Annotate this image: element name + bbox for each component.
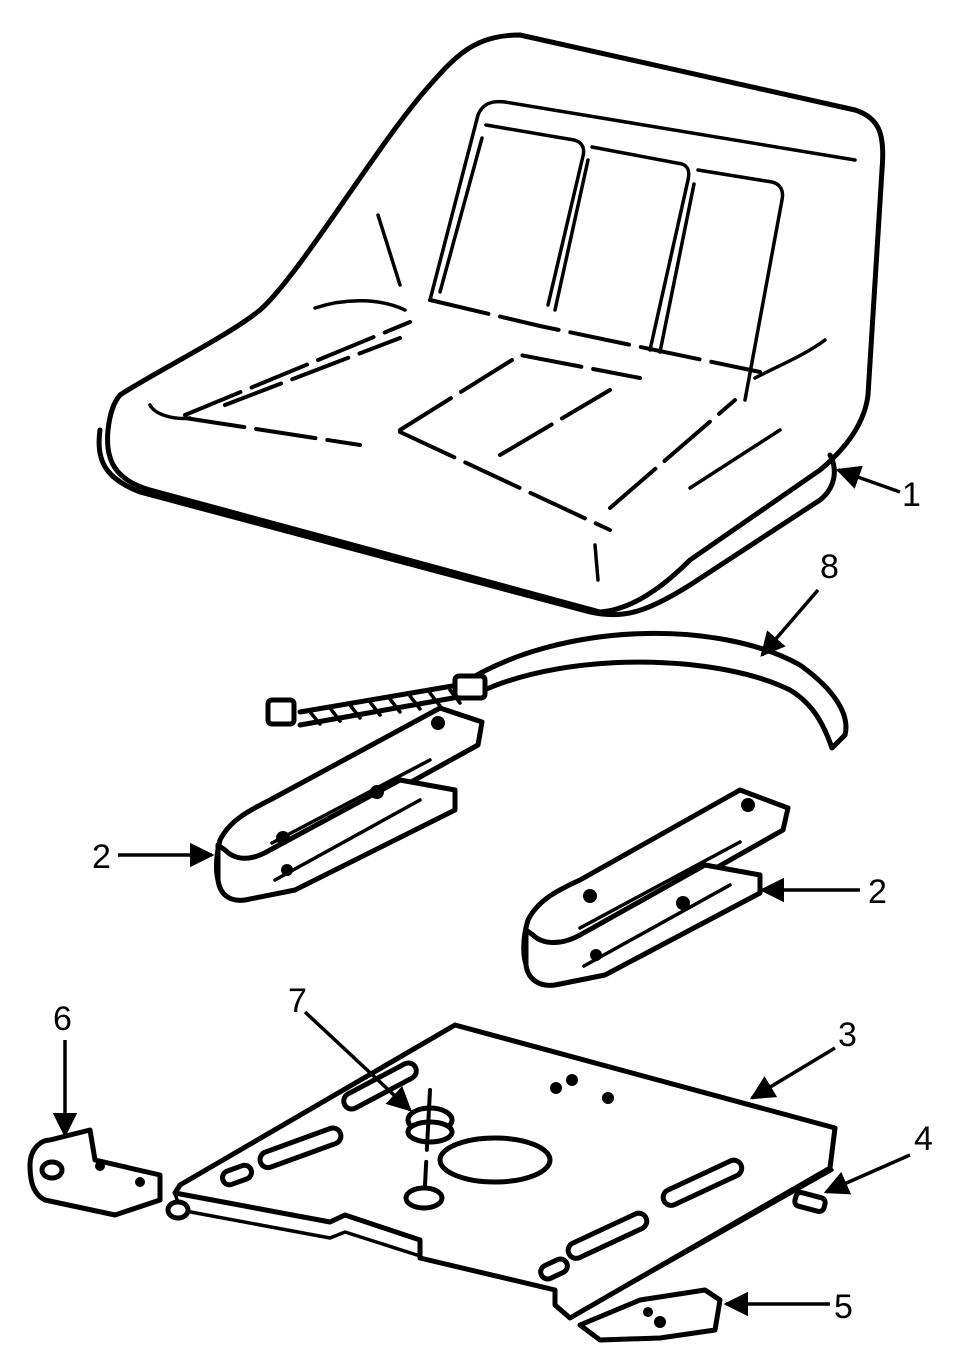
callout-label-3: 3 <box>838 1016 857 1054</box>
callout-label-5: 5 <box>834 1288 853 1326</box>
seat-base-plate <box>172 1022 838 1321</box>
grommet <box>403 1088 455 1211</box>
callout-labels: 1 8 2 2 3 4 5 6 7 <box>53 476 933 1326</box>
callout-label-7: 7 <box>288 982 307 1020</box>
callout-label-4: 4 <box>914 1120 933 1158</box>
callout-leaders <box>52 465 911 1317</box>
leader-8 <box>760 588 820 657</box>
latch-pin <box>792 1189 828 1215</box>
seat-spring-left <box>214 705 485 903</box>
seat-pan <box>96 32 886 618</box>
leader-3 <box>749 1046 836 1100</box>
callout-label-6: 6 <box>53 1000 72 1038</box>
callout-label-2b: 2 <box>868 873 887 911</box>
callout-label-1: 1 <box>902 476 921 514</box>
callout-label-2a: 2 <box>92 838 111 876</box>
leader-4 <box>823 1153 911 1195</box>
seat-switch-wire <box>265 630 849 751</box>
seat-spring-right <box>521 787 791 988</box>
leader-7 <box>303 1010 412 1112</box>
callout-label-8: 8 <box>820 548 839 586</box>
front-hinge-bracket <box>577 1287 723 1343</box>
rear-hinge-bracket <box>27 1127 191 1221</box>
leader-1 <box>835 465 901 494</box>
